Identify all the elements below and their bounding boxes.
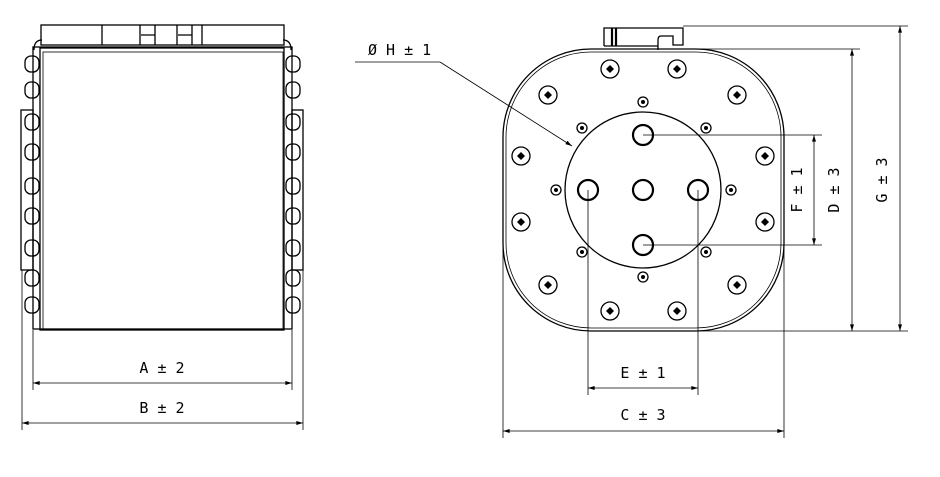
small-screws (550, 96, 737, 283)
large-screw-icon (538, 275, 558, 295)
large-screw-icon (755, 212, 775, 232)
fin (24, 296, 40, 314)
dim-b-label: B ± 2 (139, 399, 184, 417)
fin (24, 143, 40, 161)
fin (24, 239, 40, 257)
small-screw-icon (550, 184, 562, 196)
side-view: A ± 2 B ± 2 (20, 24, 304, 430)
fin (285, 207, 301, 225)
small-screw-icon (576, 246, 588, 258)
housing-outline (502, 48, 785, 332)
small-screw-icon (637, 96, 649, 108)
screw-center (554, 188, 558, 192)
large-screw-icon (727, 85, 747, 105)
frame-outline (32, 46, 293, 330)
dim-c-label: C ± 3 (620, 406, 665, 424)
large-screw-icon (600, 301, 620, 321)
fin (24, 81, 40, 99)
main-body (39, 47, 285, 331)
small-screw-icon (576, 122, 588, 134)
cap-corners (33, 39, 292, 51)
screw-center (580, 250, 584, 254)
housing-inner (505, 51, 782, 329)
top-cap (40, 24, 285, 46)
right-bracket (291, 109, 304, 271)
large-screws (511, 59, 775, 321)
dim-e-label: E ± 1 (620, 364, 665, 382)
dim-f-label: F ± 1 (788, 167, 806, 212)
screw-center (580, 126, 584, 130)
fin (24, 55, 40, 73)
screw-drive (544, 91, 552, 99)
left-bracket (20, 109, 34, 271)
fin (24, 207, 40, 225)
left-fins (24, 55, 40, 314)
large-screw-icon (538, 85, 558, 105)
dim-a-label: A ± 2 (139, 359, 184, 377)
screw-drive (733, 281, 741, 289)
terminal-hole (631, 178, 655, 202)
screw-drive (517, 218, 525, 226)
screw-center (729, 188, 733, 192)
dim-g-label: G ± 3 (873, 157, 891, 202)
screw-drive (606, 307, 614, 315)
fin (24, 269, 40, 287)
body-inner (42, 51, 284, 330)
fin (285, 177, 301, 195)
large-screw-icon (511, 146, 531, 166)
screw-drive (673, 65, 681, 73)
fin (285, 269, 301, 287)
dim-h-leader (439, 61, 573, 147)
small-screw-icon (700, 122, 712, 134)
screw-center (704, 250, 708, 254)
fin (24, 113, 40, 131)
screw-drive (733, 91, 741, 99)
fin (24, 177, 40, 195)
large-screw-icon (511, 212, 531, 232)
large-screw-icon (667, 301, 687, 321)
screw-center (641, 100, 645, 104)
screw-drive (673, 307, 681, 315)
screw-drive (544, 281, 552, 289)
top-terminals (101, 25, 203, 45)
screw-center (704, 126, 708, 130)
fin (285, 143, 301, 161)
small-screw-icon (637, 271, 649, 283)
dim-h-label: Ø H ± 1 (368, 41, 431, 59)
front-view: Ø H ± 1 E ± 1 C ± 3 F ± 1 D ± 3 G ± 3 (355, 25, 908, 438)
large-screw-icon (667, 59, 687, 79)
dim-d-label: D ± 3 (825, 167, 843, 212)
fin (285, 113, 301, 131)
screw-drive (606, 65, 614, 73)
screw-drive (761, 218, 769, 226)
fin (285, 55, 301, 73)
terminal-holes (576, 123, 710, 257)
fin (285, 81, 301, 99)
small-screw-icon (725, 184, 737, 196)
screw-drive (517, 152, 525, 160)
fin (285, 296, 301, 314)
right-fins (285, 55, 301, 314)
large-screw-icon (727, 275, 747, 295)
large-screw-icon (600, 59, 620, 79)
large-screw-icon (755, 146, 775, 166)
inner-flange (564, 111, 722, 269)
screw-center (641, 275, 645, 279)
small-screw-icon (700, 246, 712, 258)
connector-pins (610, 28, 618, 46)
screw-drive (761, 152, 769, 160)
fin (285, 239, 301, 257)
